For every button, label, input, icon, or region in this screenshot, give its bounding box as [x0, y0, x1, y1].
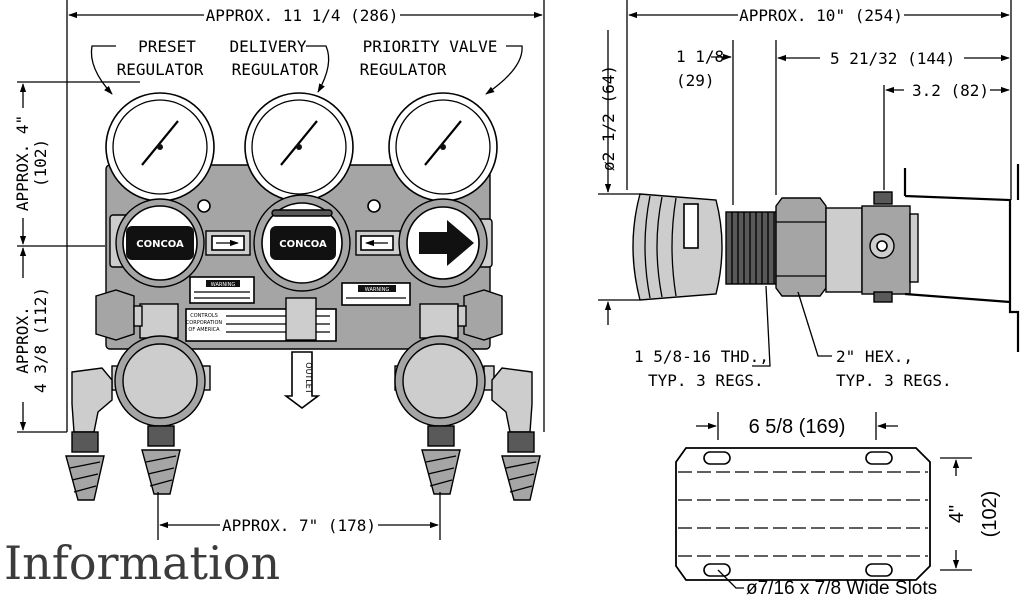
diameter-dimension: ø2 1/2 (64): [599, 65, 618, 171]
valve-block-left: [139, 303, 179, 339]
brand-logo-text: CONCOA: [279, 239, 327, 250]
plate-line: CORPORATION: [186, 320, 223, 326]
bracket-width: 6 5/8 (169): [749, 416, 846, 438]
elbow-left: [71, 367, 113, 433]
hex-nut: [775, 197, 827, 297]
side-regulator-body: [632, 191, 919, 303]
leader-hex: [797, 291, 832, 357]
label-priority-valve: PRIORITY VALVE: [363, 37, 498, 56]
bracket-height-in: 4": [946, 505, 968, 523]
label-priority-regulator: REGULATOR: [360, 60, 447, 79]
hose-fitting: [501, 431, 541, 501]
flow-arrow-icon: [419, 220, 474, 266]
hose-fitting: [65, 431, 105, 501]
label-preset-regulator: REGULATOR: [117, 60, 204, 79]
panel-hole: [197, 199, 211, 213]
side-bracket: [903, 168, 1020, 352]
width-dimension: APPROX. 11 1/4 (286): [206, 6, 399, 25]
regulator-delivery: CONCOA: [253, 194, 351, 292]
bottom-dimension: APPROX. 7" (178): [222, 516, 376, 535]
slot-note: ø7/16 x 7/8 Wide Slots: [746, 578, 937, 599]
brand-logo-text: CONCOA: [136, 239, 184, 250]
elbow-right: [491, 367, 533, 433]
mounting-slot: [865, 563, 893, 577]
length-dimension: APPROX. 10" (254): [739, 6, 903, 25]
lower-gauge-right: [394, 335, 495, 427]
upper-height-mm: (102): [31, 139, 50, 187]
bracket-height-mm: (102): [979, 491, 1001, 538]
regulator-preset: CONCOA: [109, 198, 205, 288]
connector-right: [355, 230, 401, 256]
side-label: [683, 203, 699, 249]
outlet-arrow-icon: [283, 351, 321, 409]
dim-1-1-8: 1 1/8: [676, 47, 724, 66]
dim-5-21-32: 5 21/32 (144): [830, 49, 955, 68]
outlet-fitting: [285, 297, 317, 341]
mounting-slot: [865, 451, 893, 465]
lower-height-mm: 4 3/8 (112): [31, 287, 50, 393]
warning-label-left: WARNING: [189, 276, 255, 304]
leader-thread: [752, 285, 771, 367]
outlet-label: OUTLET: [304, 362, 313, 394]
hex-spec: 2" HEX.,: [836, 347, 913, 366]
knob-left: [95, 289, 135, 341]
thread-spec: 1 5/8-16 THD.,: [634, 347, 769, 366]
hose-fitting: [141, 425, 181, 495]
plate-line: CONTROLS: [190, 313, 218, 319]
panel-hole: [367, 199, 381, 213]
gauge-preset: [105, 92, 215, 202]
dim-29mm: (29): [676, 71, 715, 90]
front-view: APPROX. 11 1/4 (286) PRESET REGULATOR DE…: [13, 0, 545, 540]
section-title: Information: [4, 536, 281, 590]
knob-stem: [133, 305, 143, 327]
leader-delivery: [306, 45, 330, 93]
gauge-delivery: [244, 92, 354, 202]
leader-slots: [717, 569, 744, 589]
bracket-view: 6 5/8 (169) 4" (102) ø7/16 x 7/8 Wide Sl…: [675, 412, 1001, 599]
warning-text: WARNING: [365, 287, 390, 293]
thread-typ: TYP. 3 REGS.: [648, 371, 764, 390]
valve-block-right: [419, 303, 459, 339]
leader-preset: [90, 45, 116, 95]
side-view: APPROX. 10" (254) 1 1/8 (29) 5 21/32 (14…: [598, 0, 1020, 390]
plate-line: OF AMERICA: [188, 327, 220, 333]
gauge-priority: [388, 92, 498, 202]
knob-stem: [457, 305, 467, 327]
lower-height-dim: APPROX.: [13, 306, 32, 373]
lower-gauge-left: [111, 335, 211, 427]
hose-fitting: [421, 425, 461, 495]
hex-typ: TYP. 3 REGS.: [836, 371, 952, 390]
knob-right: [463, 289, 503, 341]
warning-label-right: WARNING: [341, 282, 411, 306]
label-preset: PRESET: [138, 37, 196, 56]
connector-left: [205, 230, 251, 256]
dim-3-2: 3.2 (82): [912, 81, 989, 100]
bracket-outline: [675, 447, 931, 581]
warning-text: WARNING: [211, 282, 236, 288]
label-delivery-regulator: REGULATOR: [232, 60, 319, 79]
leader-priority: [485, 45, 523, 95]
mounting-slot: [703, 451, 731, 465]
regulator-priority: [398, 198, 493, 288]
upper-height-dim: APPROX. 4": [13, 115, 32, 211]
mounting-slot: [703, 563, 731, 577]
label-delivery: DELIVERY: [229, 37, 306, 56]
